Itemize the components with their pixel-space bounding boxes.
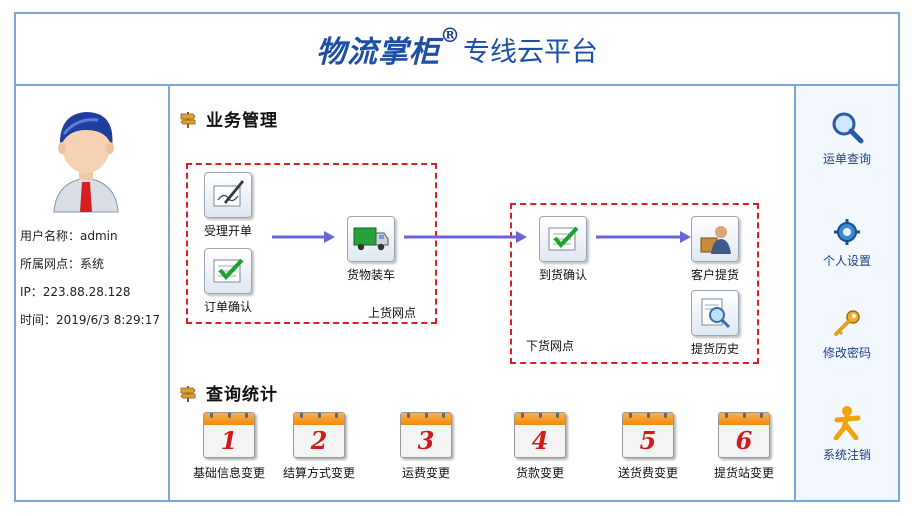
settlement-change-button[interactable]: 2 结算方式变更 xyxy=(274,412,364,481)
business-section-title: 业务管理 xyxy=(180,106,278,131)
freight-change-button[interactable]: 3 运费变更 xyxy=(381,412,471,481)
accept-order-label: 受理开单 xyxy=(203,224,252,238)
delivery-fee-change-button[interactable]: 5 送货费变更 xyxy=(603,412,693,481)
cargo-loading-button[interactable]: 货物装车 xyxy=(338,216,404,283)
user-ip-line: IP：223.88.28.128 xyxy=(20,285,131,299)
calendar-icon: 4 xyxy=(514,412,566,458)
destination-branch-label: 下货网点 xyxy=(526,339,575,353)
destination-branch-box xyxy=(510,203,759,364)
user-time-line: 时间：2019/6/3 8:29:17 xyxy=(20,313,160,327)
document-search-icon xyxy=(691,290,739,336)
user-branch-line: 所属网点：系统 xyxy=(20,257,105,271)
calendar-icon: 5 xyxy=(622,412,674,458)
business-title-text: 业务管理 xyxy=(206,111,278,131)
change-password-label: 修改密码 xyxy=(822,346,871,360)
magnifier-icon xyxy=(832,112,864,144)
stat-label: 运费变更 xyxy=(401,466,450,480)
calendar-icon: 6 xyxy=(718,412,770,458)
stat-label: 基础信息变更 xyxy=(192,466,265,480)
flow-arrow-icon xyxy=(272,231,335,243)
signpost-icon xyxy=(180,111,196,128)
truck-icon xyxy=(347,216,395,262)
confirm-order-label: 订单确认 xyxy=(203,300,252,314)
key-icon xyxy=(834,310,860,336)
pickup-history-label: 提货历史 xyxy=(690,342,739,356)
flow-arrow-icon xyxy=(596,231,691,243)
user-info: 用户名称：admin 所属网点：系统 IP：223.88.28.128 时间：2… xyxy=(20,222,160,334)
system-logout-label: 系统注销 xyxy=(822,448,871,462)
calendar-number: 3 xyxy=(417,426,435,455)
customer-pickup-button[interactable]: 客户提货 xyxy=(684,216,746,283)
stats-section-title: 查询统计 xyxy=(180,380,278,405)
arrival-confirm-label: 到货确认 xyxy=(538,268,587,282)
brand-name: 物流掌柜 xyxy=(316,35,440,70)
personal-settings-button[interactable]: 个人设置 xyxy=(796,218,898,269)
header: 物流掌柜® 专线云平台 xyxy=(16,14,898,86)
logout-person-icon xyxy=(833,406,861,440)
stat-label: 结算方式变更 xyxy=(282,466,355,480)
basic-info-change-button[interactable]: 1 基础信息变更 xyxy=(184,412,274,481)
pickup-station-change-button[interactable]: 6 提货站变更 xyxy=(699,412,789,481)
calendar-icon: 1 xyxy=(203,412,255,458)
platform-title: 专线云平台 xyxy=(463,36,598,68)
pickup-history-button[interactable]: 提货历史 xyxy=(684,290,746,357)
write-document-icon xyxy=(204,172,252,218)
calendar-number: 5 xyxy=(639,426,657,455)
user-avatar-icon xyxy=(53,112,119,213)
calendar-icon: 3 xyxy=(400,412,452,458)
calendar-number: 2 xyxy=(310,426,328,455)
origin-branch-label: 上货网点 xyxy=(368,306,417,320)
accept-order-button[interactable]: 受理开单 xyxy=(200,172,256,239)
signpost-icon xyxy=(180,385,196,402)
arrival-confirm-button[interactable]: 到货确认 xyxy=(532,216,594,283)
checklist-icon xyxy=(539,216,587,262)
calendar-icon: 2 xyxy=(293,412,345,458)
flow-arrow-icon xyxy=(404,231,527,243)
stat-label: 提货站变更 xyxy=(713,466,774,480)
calendar-number: 1 xyxy=(220,426,238,455)
origin-branch-box xyxy=(186,163,437,324)
checklist-icon xyxy=(204,248,252,294)
gear-icon xyxy=(834,219,860,245)
app-frame: 物流掌柜® 专线云平台 用户名称：admin 所属网点：系统 IP：223.88… xyxy=(14,12,900,502)
stat-label: 送货费变更 xyxy=(617,466,678,480)
customer-pickup-label: 客户提货 xyxy=(690,268,739,282)
stats-title-text: 查询统计 xyxy=(206,385,278,405)
personal-settings-label: 个人设置 xyxy=(822,254,871,268)
right-sidebar: 运单查询 个人设置 修改密码 xyxy=(794,86,898,500)
cargo-loading-label: 货物装车 xyxy=(346,268,395,282)
user-panel: 用户名称：admin 所属网点：系统 IP：223.88.28.128 时间：2… xyxy=(16,86,170,500)
change-password-button[interactable]: 修改密码 xyxy=(796,308,898,361)
payment-change-button[interactable]: 4 货款变更 xyxy=(495,412,585,481)
customer-package-icon xyxy=(691,216,739,262)
system-logout-button[interactable]: 系统注销 xyxy=(796,404,898,463)
brand-logo: 物流掌柜® xyxy=(316,23,461,71)
waybill-query-button[interactable]: 运单查询 xyxy=(796,110,898,167)
calendar-number: 6 xyxy=(735,426,753,455)
registered-mark: ® xyxy=(440,23,461,47)
stat-label: 货款变更 xyxy=(515,466,564,480)
waybill-query-label: 运单查询 xyxy=(822,152,871,166)
user-name-line: 用户名称：admin xyxy=(20,229,118,243)
confirm-order-button[interactable]: 订单确认 xyxy=(200,248,256,315)
calendar-number: 4 xyxy=(531,426,549,455)
